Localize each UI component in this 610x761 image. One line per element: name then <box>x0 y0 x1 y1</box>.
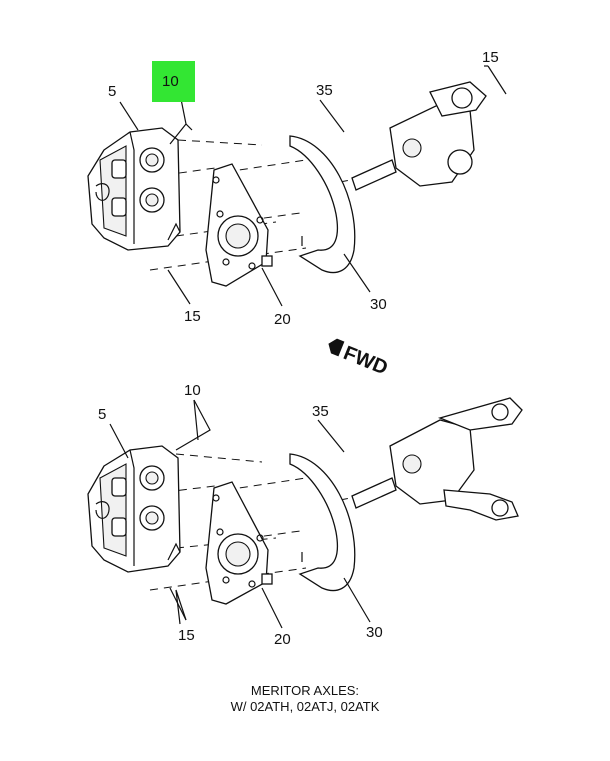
upper-caliper <box>87 127 181 251</box>
fwd-label: FWD <box>340 342 390 379</box>
callout-15-upper-top: 15 <box>482 49 499 66</box>
lower-anchor-plate <box>205 481 273 605</box>
lower-caliper <box>87 445 181 573</box>
callout-30-lower: 30 <box>366 624 383 641</box>
callout-20-lower: 20 <box>274 631 291 648</box>
callout-5-lower: 5 <box>98 406 106 423</box>
lower-assembly: 5 10 35 15 20 30 <box>87 382 523 648</box>
callout-30-upper: 30 <box>370 296 387 313</box>
highlighted-callout-box <box>152 61 195 102</box>
forward-arrow-icon <box>328 338 345 357</box>
callout-15-lower: 15 <box>178 627 195 644</box>
callout-5-upper: 5 <box>108 83 116 100</box>
callout-35-lower: 35 <box>312 403 329 420</box>
upper-assembly: 5 10 15 35 15 20 30 <box>87 49 507 328</box>
callout-15-upper-bottom: 15 <box>184 308 201 325</box>
upper-steering-knuckle <box>351 81 487 191</box>
callout-10-lower: 10 <box>184 382 201 399</box>
upper-leader-lines <box>119 65 507 307</box>
lower-dust-shield <box>289 453 356 592</box>
callout-20-upper: 20 <box>274 311 291 328</box>
lower-steering-knuckle <box>351 397 523 521</box>
upper-dust-shield <box>289 135 356 274</box>
caption-line-2: W/ 02ATH, 02ATJ, 02ATK <box>231 699 380 714</box>
callout-35-upper: 35 <box>316 82 333 99</box>
fwd-marker: FWD <box>328 338 391 380</box>
callout-10-upper[interactable]: 10 <box>162 73 179 90</box>
upper-assembly-lines <box>149 139 393 271</box>
lower-assembly-lines <box>149 453 393 591</box>
lower-leader-lines <box>109 399 371 629</box>
caption-line-1: MERITOR AXLES: <box>251 683 359 698</box>
upper-anchor-plate <box>205 163 273 287</box>
